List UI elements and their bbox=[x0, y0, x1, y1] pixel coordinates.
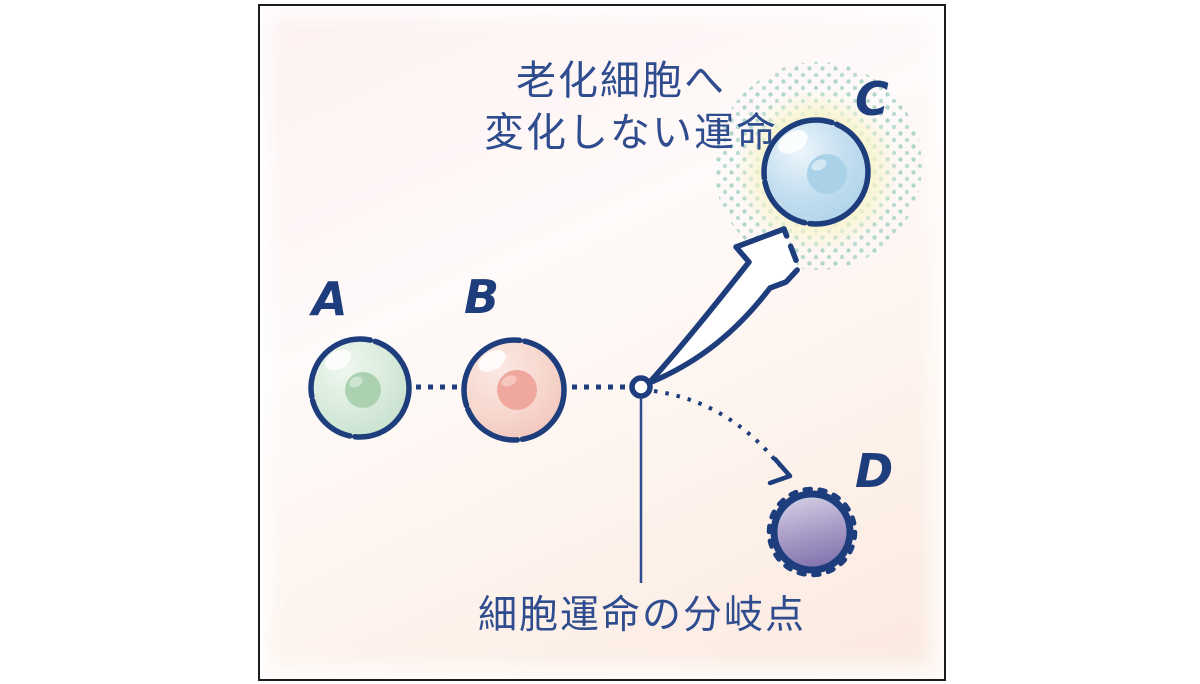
cell-d-label: D bbox=[855, 444, 894, 498]
cell-c-label: C bbox=[855, 72, 889, 126]
caption-branch-point: 細胞運命の分岐点 bbox=[478, 594, 807, 637]
cell-a-label: A bbox=[312, 272, 348, 326]
caption-no-senescence-line1: 老化細胞へ bbox=[516, 59, 726, 103]
cell-b-label: B bbox=[464, 270, 500, 324]
caption-no-senescence-line2: 変化しない運命 bbox=[484, 111, 778, 155]
